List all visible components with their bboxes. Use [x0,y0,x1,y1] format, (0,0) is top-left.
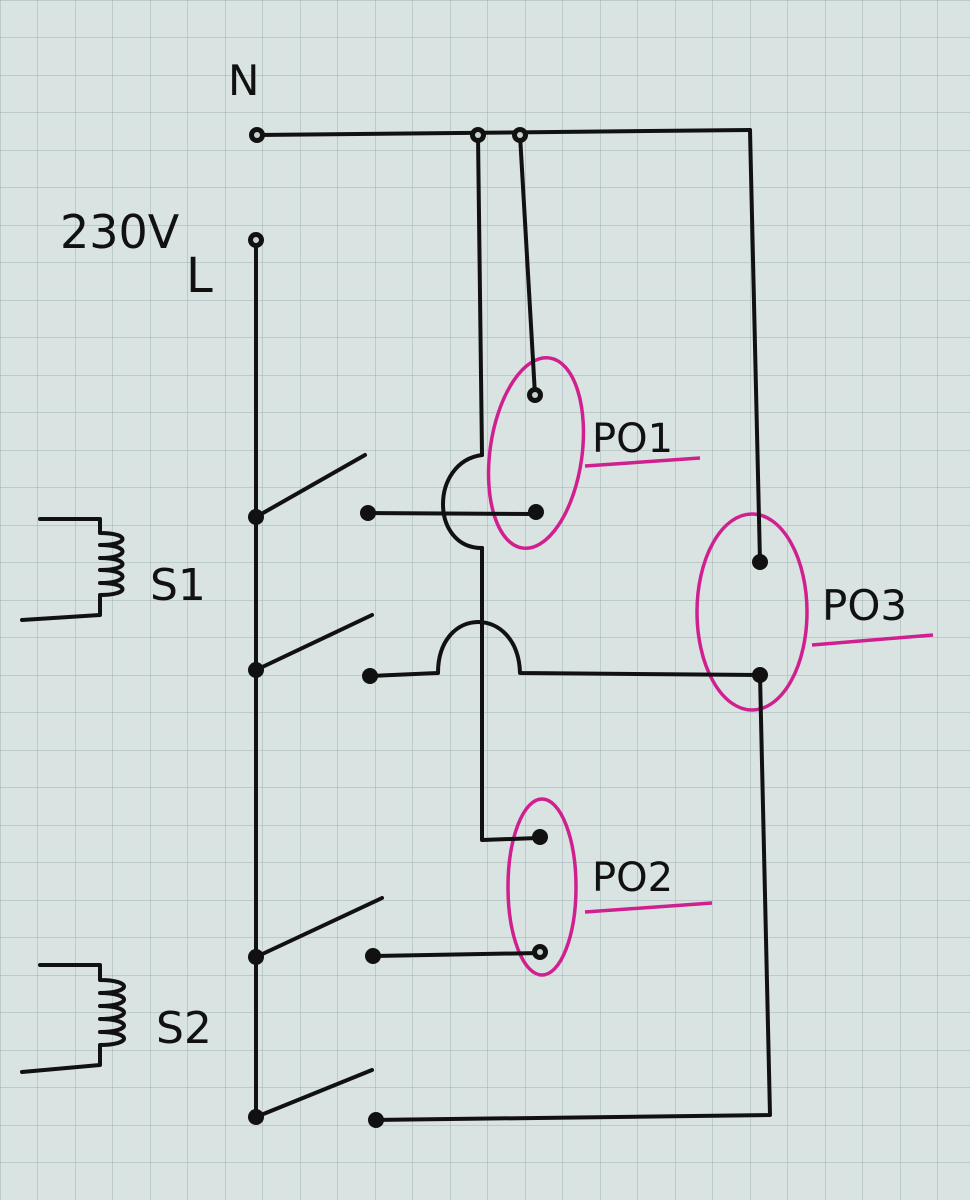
po2-terminal-bottom [532,944,548,960]
po3-underline [811,633,934,647]
neutral-junction-2 [512,127,528,143]
s1b-output-wire [368,620,762,678]
po3-return-wire [374,673,772,1122]
s2a-contact [365,948,381,964]
po2-underline [584,901,713,914]
relay-coil-s2 [20,963,126,1074]
s2a-common-node [248,949,264,965]
outlet-po2-outline [506,797,578,977]
relay-coil-s1 [20,517,125,622]
s1a-contact [360,505,376,521]
s2b-common-node [248,1109,264,1125]
line-label: L [186,248,213,304]
po3-neutral-wire [748,128,762,564]
coil-s2-label: S2 [156,1003,212,1054]
s1b-contact [362,668,378,684]
po2-terminal-top [532,829,548,845]
crossover-hop-1 [441,453,484,550]
s1b-common-node [248,662,264,678]
outlet-po2-label: PO2 [592,855,673,901]
po3-terminal-bottom [752,667,768,683]
po1-neutral-wire [518,133,537,397]
neutral-terminal [249,127,265,143]
s1a-common-node [248,509,264,525]
s2a-output-wire [371,951,542,958]
switch-s1a-blade[interactable] [254,453,367,519]
outlet-po3-outline [695,512,809,712]
po2-neutral-wire [476,133,540,842]
outlet-po1-outline [486,355,586,551]
s2b-contact [368,1112,384,1128]
neutral-bus [255,128,752,137]
s1a-output-wire [366,511,538,516]
coil-s1-label: S1 [150,560,206,611]
switch-s2a-blade[interactable] [254,896,384,959]
po1-underline [584,456,701,468]
po1-terminal-top [527,387,543,403]
neutral-junction-1 [470,127,486,143]
po1-terminal-bottom [528,504,544,520]
outlet-po1-label: PO1 [592,416,673,462]
switch-s2b-blade[interactable] [254,1068,374,1119]
voltage-label: 230V [60,205,180,259]
po3-terminal-top [752,554,768,570]
outlet-po3-label: PO3 [822,581,907,630]
neutral-label: N [228,56,259,105]
switch-s1b-blade[interactable] [254,613,374,672]
line-terminal [248,232,264,248]
